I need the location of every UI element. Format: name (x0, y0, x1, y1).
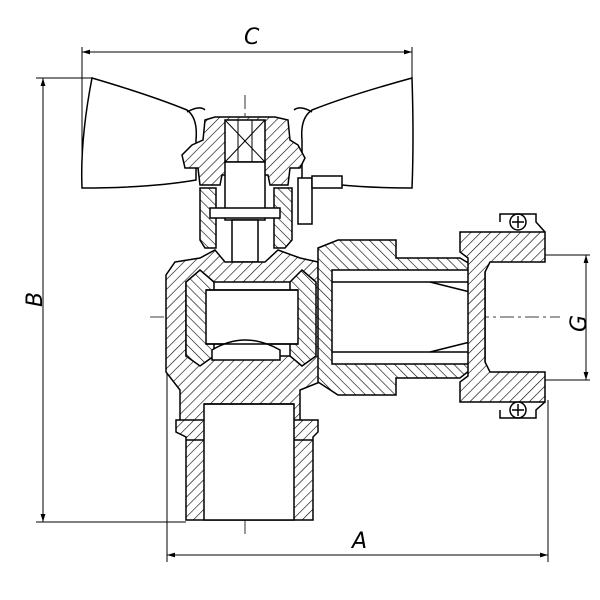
valve-stem (181, 116, 343, 276)
union-nut (459, 213, 546, 419)
dimension-a-label: A (350, 529, 367, 554)
dimension-g-label: G (567, 315, 592, 332)
dimension-g (545, 254, 590, 381)
dimension-b (36, 77, 186, 523)
dimension-c-label: C (244, 25, 260, 50)
butterfly-handle (80, 77, 414, 189)
union-tailpiece (317, 239, 486, 396)
ball (205, 289, 299, 361)
dimension-b-label: B (23, 292, 48, 307)
male-threaded-outlet (175, 403, 319, 521)
